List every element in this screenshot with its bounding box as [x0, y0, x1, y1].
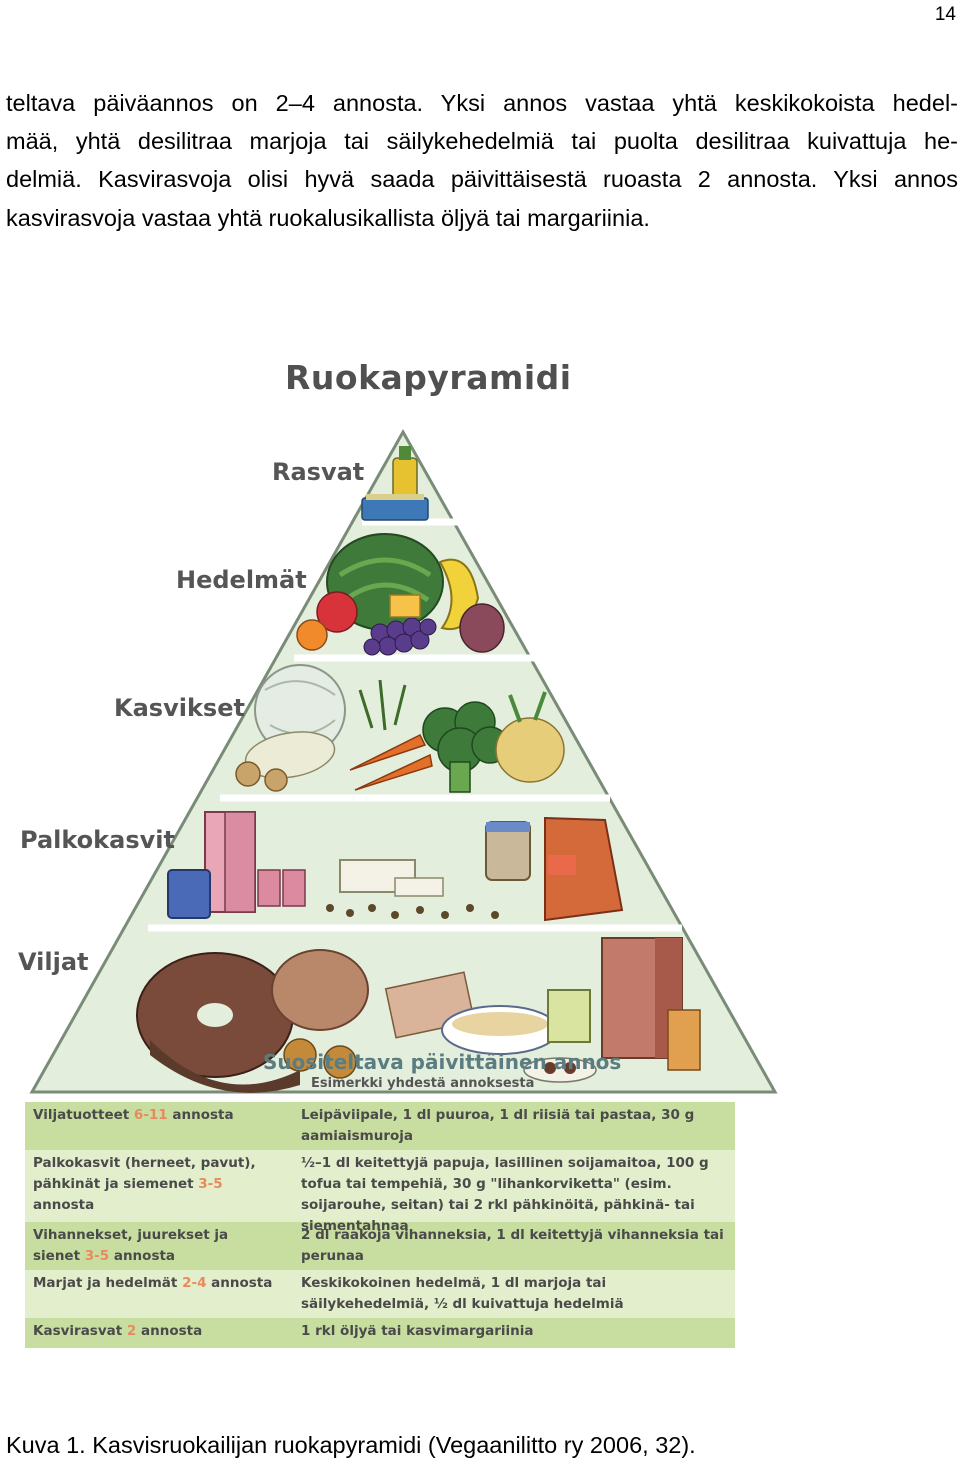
tier-label-palkokasvit: Palkokasvit: [20, 826, 175, 854]
cup-icon: [282, 869, 306, 907]
orange-slice-icon: [389, 594, 421, 618]
pyramid-illustration: [29, 428, 778, 1094]
body-paragraph: teltava päiväannos on 2–4 annosta. Yksi …: [6, 84, 958, 237]
tier-label-rasvat: Rasvat: [272, 458, 365, 486]
cereal-glass-icon: [547, 989, 591, 1043]
potato-icon: [235, 761, 261, 787]
cookie-plate-icon: [523, 1057, 597, 1083]
carrot-icon: [354, 753, 433, 791]
row-example: 2 dl raakoja vihanneksia, 1 dl keitettyj…: [301, 1227, 724, 1264]
apple-icon: [316, 591, 358, 633]
row-example: Keskikokoinen hedelmä, 1 dl marjoja tai …: [301, 1275, 624, 1312]
roll-icon: [323, 1045, 357, 1079]
beans-icon: [326, 904, 499, 919]
bean-bag-icon: [544, 816, 624, 922]
figure-caption: Kuva 1. Kasvisruokailijan ruokapyramidi …: [6, 1432, 696, 1458]
cup-icon: [257, 869, 281, 907]
food-pyramid-figure: Ruokapyramidi Rasvat Hedelmät Kasvikset …: [0, 350, 960, 1415]
tofu-slice-icon: [394, 877, 444, 897]
orange-icon: [296, 619, 328, 651]
daily-portion-table: Suositeltava päivittäinen annos Esimerkk…: [25, 1050, 735, 1348]
broccoli-icon: [422, 701, 509, 793]
table-row: Vihannekset, juurekset ja sienet 3-5 ann…: [25, 1222, 735, 1270]
margarine-tub-icon: [361, 494, 429, 521]
row-label: Palkokasvit (herneet, pavut), pähkinät j…: [33, 1155, 256, 1213]
potato-icon: [264, 768, 288, 792]
rye-bread-icon: [150, 1040, 300, 1093]
row-label: Kasvirasvat 2 annosta: [33, 1323, 203, 1339]
row-label: Marjat ja hedelmät 2-4 annosta: [33, 1275, 273, 1291]
body-line: delmiä. Kasvirasvoja olisi hyvä saada pä…: [6, 166, 958, 193]
bread-loaf-icon: [271, 949, 369, 1031]
herb-icon: [358, 679, 407, 731]
row-label: Viljatuotteet 6-11 annosta: [33, 1107, 234, 1123]
table-row: Palkokasvit (herneet, pavut), pähkinät j…: [25, 1150, 735, 1234]
table-subtitle: Esimerkki yhdestä annoksesta: [311, 1076, 535, 1091]
body-line: kasvirasvoja vastaa yhtä ruokalusikallis…: [6, 204, 650, 231]
table-row: Kasvirasvat 2 annosta 1 rkl öljyä tai ka…: [25, 1318, 735, 1348]
body-line: mää, yhtä desilitraa marjoja tai säilyke…: [6, 128, 958, 155]
body-line: teltava päiväannos on 2–4 annosta. Yksi …: [6, 90, 958, 116]
tier-label-viljat: Viljat: [18, 948, 89, 976]
pyramid-title: Ruokapyramidi: [285, 358, 572, 397]
juice-box-icon: [667, 1009, 701, 1071]
carrot-icon: [349, 733, 427, 771]
row-example: 1 rkl öljyä tai kasvimargariinia: [301, 1323, 534, 1339]
table-title: Suositeltava päivittäinen annos: [263, 1050, 622, 1074]
table-row: Viljatuotteet 6-11 annosta Leipäviipale,…: [25, 1102, 735, 1150]
grapes-icon: [363, 617, 437, 656]
row-example: Leipäviipale, 1 dl puuroa, 1 dl riisiä t…: [301, 1107, 695, 1144]
tier-label-kasvikset: Kasvikset: [114, 694, 245, 722]
table-row: Marjat ja hedelmät 2-4 annosta Keskikoko…: [25, 1270, 735, 1318]
roll-icon: [283, 1038, 317, 1072]
tier-label-hedelmat: Hedelmät: [176, 566, 307, 594]
row-label: Vihannekset, juurekset ja sienet 3-5 ann…: [33, 1227, 229, 1264]
row-example: ½–1 dl keitettyjä papuja, lasillinen soi…: [301, 1155, 709, 1234]
pear-icon: [459, 603, 505, 653]
bread-ring-icon: [136, 952, 294, 1078]
page-number: 14: [934, 4, 956, 25]
container-icon: [167, 869, 211, 919]
turnip-icon: [495, 717, 565, 783]
